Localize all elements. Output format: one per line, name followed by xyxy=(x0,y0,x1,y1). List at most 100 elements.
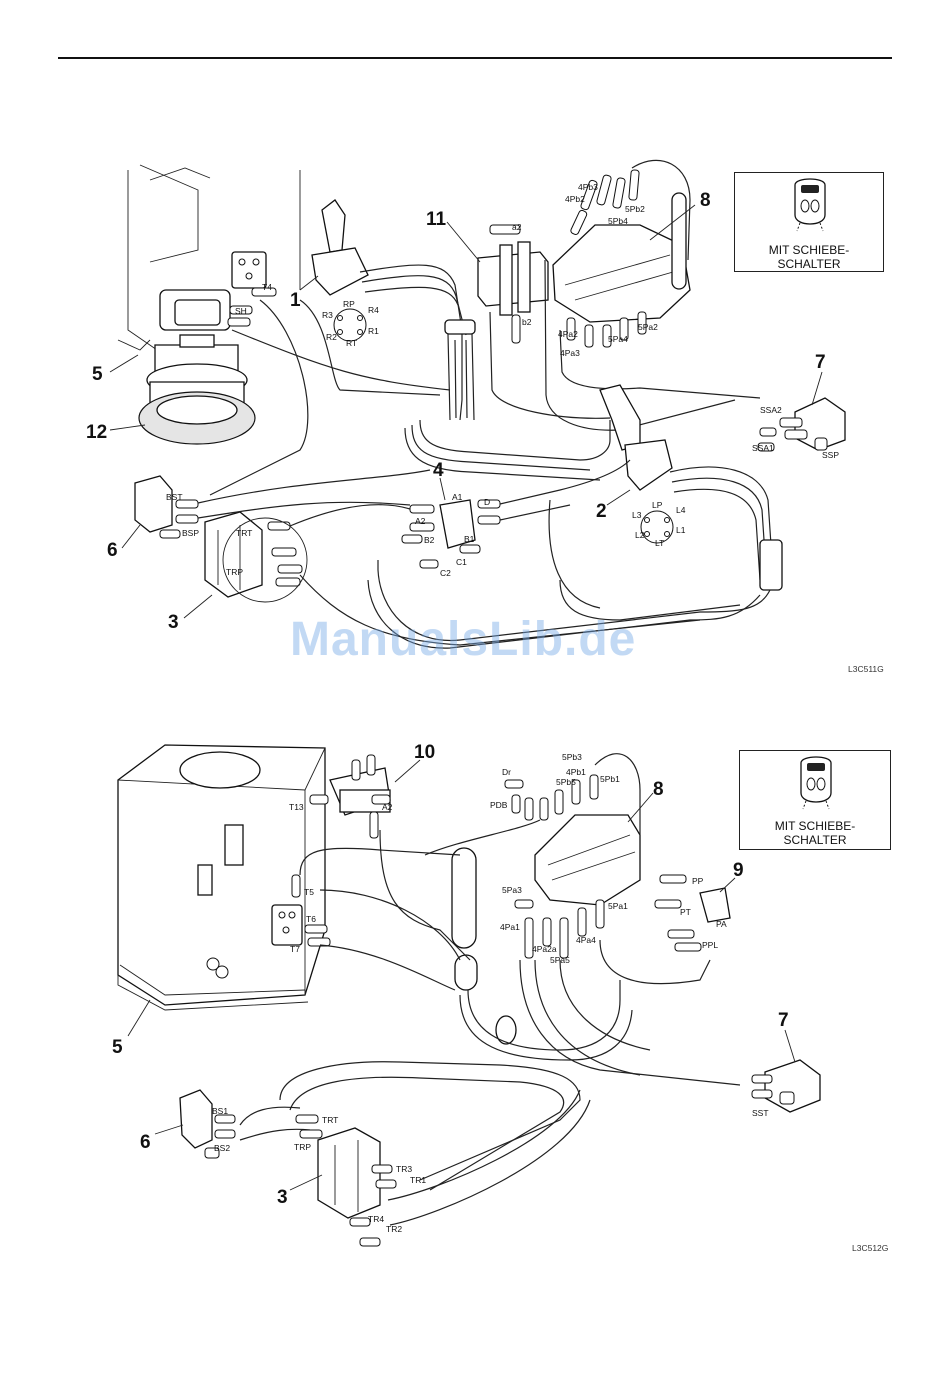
label-trt-top: TRT xyxy=(236,528,252,538)
label-t13: T13 xyxy=(289,802,304,812)
label-l2: L2 xyxy=(635,530,645,540)
label-trt-bottom: TRT xyxy=(322,1115,338,1125)
label-l1: L1 xyxy=(676,525,686,535)
valve-block-11 xyxy=(477,224,549,344)
label-pt: PT xyxy=(680,907,691,917)
top-diagram xyxy=(109,159,846,649)
callout-11-top: 11 xyxy=(426,209,447,230)
valve-block-4 xyxy=(401,499,501,569)
label-5pb4: 5Pb4 xyxy=(608,216,628,226)
label-t6: T6 xyxy=(306,914,316,924)
label-a2-top: a2 xyxy=(512,222,522,232)
label-4pb2: 4Pb2 xyxy=(565,194,585,204)
label-5pb3: 5Pb3 xyxy=(562,752,582,762)
callout-1-top: 1 xyxy=(290,290,301,311)
label-l4: L4 xyxy=(676,505,686,515)
inset-caption-bottom-line2: SCHALTER xyxy=(783,833,847,847)
label-5pb2: 5Pb2 xyxy=(625,204,645,214)
label-trp-bottom: TRP xyxy=(294,1142,311,1152)
label-tr4: TR4 xyxy=(368,1214,384,1224)
label-4pb1: 4Pb1 xyxy=(566,767,586,777)
label-t4: T4 xyxy=(262,282,272,292)
inset-caption-bottom-line1: MIT SCHIEBE- xyxy=(774,819,856,833)
label-a1: A1 xyxy=(452,492,463,502)
callout-10-bottom: 10 xyxy=(414,742,435,763)
label-sh: SH xyxy=(235,306,247,316)
valve-3-bottom xyxy=(295,1114,397,1247)
joystick-switch-icon xyxy=(800,756,832,810)
callout-3-top: 3 xyxy=(168,612,179,633)
label-4pb3: 4Pb3 xyxy=(578,182,598,192)
callout-3-bottom: 3 xyxy=(277,1187,288,1208)
callout-12-top: 12 xyxy=(86,422,107,443)
callout-7-bottom: 7 xyxy=(778,1010,789,1031)
label-5pa3: 5Pa3 xyxy=(502,885,522,895)
valve-6-bottom xyxy=(179,1089,236,1159)
label-sst: SST xyxy=(752,1108,769,1118)
label-lp: LP xyxy=(652,500,663,510)
inset-slide-switch-bottom: MIT SCHIEBE- SCHALTER xyxy=(739,750,891,850)
label-5pa5: 5Pa5 xyxy=(550,955,570,965)
callout-6-bottom: 6 xyxy=(140,1132,151,1153)
figure-ref-bottom: L3C512G xyxy=(852,1243,888,1253)
inset-caption-top-line1: MIT SCHIEBE- xyxy=(768,243,850,257)
label-c2: C2 xyxy=(440,568,451,578)
label-ssp: SSP xyxy=(822,450,839,460)
label-dr: Dr xyxy=(502,767,511,777)
label-5pa1: 5Pa1 xyxy=(608,901,628,911)
label-trp-top: TRP xyxy=(226,567,243,577)
connector-7-top xyxy=(757,397,846,452)
label-4pa2: 4Pa2 xyxy=(558,329,578,339)
label-b2-top: b2 xyxy=(522,317,532,327)
label-r1: R1 xyxy=(368,326,379,336)
label-r2: R2 xyxy=(326,332,337,342)
label-tr3: TR3 xyxy=(396,1164,412,1174)
connector-9 xyxy=(654,874,731,952)
label-5pa2: 5Pa2 xyxy=(638,322,658,332)
label-ssa1: SSA1 xyxy=(752,443,774,453)
label-bsp: BSP xyxy=(182,528,199,538)
valve-block-10 xyxy=(309,754,391,839)
label-tr2: TR2 xyxy=(386,1224,402,1234)
label-c1: C1 xyxy=(456,557,467,567)
label-t5: T5 xyxy=(304,887,314,897)
valve-6-top xyxy=(134,475,199,539)
watermark: ManualsLib.de xyxy=(290,613,637,666)
label-pp: PP xyxy=(692,876,704,886)
label-r4: R4 xyxy=(368,305,379,315)
label-l3: L3 xyxy=(632,510,642,520)
label-a2-bottom: A2 xyxy=(382,802,393,812)
inset-caption-top-line2: SCHALTER xyxy=(777,257,841,271)
swivel-joint xyxy=(138,289,256,445)
label-ppl: PPL xyxy=(702,940,718,950)
callout-8-bottom: 8 xyxy=(653,779,664,800)
valve-3-top xyxy=(204,511,308,603)
callout-2-top: 2 xyxy=(596,501,607,522)
joystick-right xyxy=(599,384,674,544)
label-ssa2: SSA2 xyxy=(760,405,782,415)
callout-7-top: 7 xyxy=(815,352,826,373)
joystick-left xyxy=(311,199,369,342)
label-4pa2a: 4Pa2a xyxy=(532,944,557,954)
label-bs1: BS1 xyxy=(212,1106,228,1116)
label-pa: PA xyxy=(716,919,727,929)
callout-8-top: 8 xyxy=(700,190,711,211)
label-5pb5: 5Pb5 xyxy=(556,777,576,787)
callout-9-bottom: 9 xyxy=(733,860,744,881)
label-rt: RT xyxy=(346,338,357,348)
label-4pa3: 4Pa3 xyxy=(560,348,580,358)
callout-4-top: 4 xyxy=(433,460,444,481)
control-valve-8 xyxy=(552,169,691,348)
label-r3: R3 xyxy=(322,310,333,320)
label-b2-top-valve: B2 xyxy=(424,535,435,545)
label-bst: BST xyxy=(166,492,183,502)
callout-5-bottom: 5 xyxy=(112,1037,123,1058)
label-4pa4: 4Pa4 xyxy=(576,935,596,945)
label-lt: LT xyxy=(655,538,664,548)
label-tr1: TR1 xyxy=(410,1175,426,1185)
joystick-switch-icon xyxy=(794,178,826,232)
header-rule xyxy=(58,57,892,59)
figure-ref-top: L3C511G xyxy=(848,664,884,674)
label-d: D xyxy=(484,497,490,507)
